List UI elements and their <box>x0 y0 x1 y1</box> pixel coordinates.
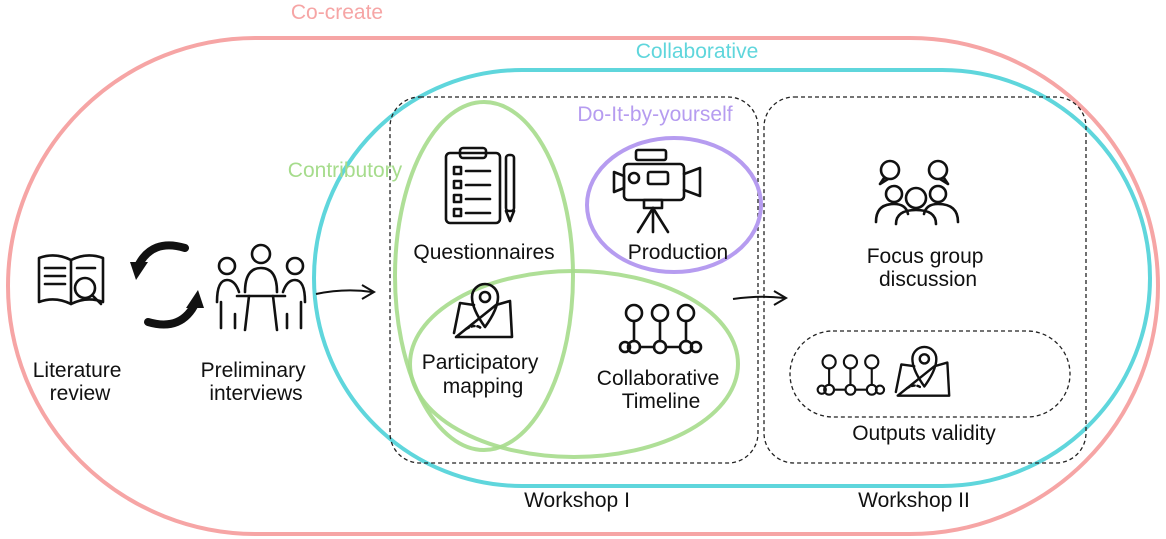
participatory-mapping-label: Participatory mapping <box>422 351 545 398</box>
outputs-validity-label: Outputs validity <box>852 422 996 445</box>
map-pin-icon <box>452 282 514 339</box>
timeline-icon <box>618 303 703 355</box>
diy-shape-production <box>585 136 763 274</box>
literature-review-label: Literature review <box>33 359 128 405</box>
preliminary-interviews-label: Preliminary interviews <box>201 359 312 405</box>
cycle-arrows-icon <box>130 241 204 329</box>
workshop-2-box <box>763 96 1087 464</box>
contributory-shape-mapping <box>408 269 740 459</box>
workshop-2-label: Workshop II <box>858 489 970 512</box>
meeting-people-icon <box>215 243 307 332</box>
book-magnifier-icon <box>37 254 105 306</box>
timeline-icon <box>816 354 886 396</box>
production-label: Production <box>628 241 728 264</box>
collaborative-timeline-label: Collaborative Timeline <box>597 367 725 413</box>
checklist-icon <box>444 146 516 225</box>
contributory-shape-questionnaires <box>393 100 575 452</box>
arrow-to-workshop-1 <box>315 284 376 300</box>
group-chat-icon <box>874 159 960 226</box>
map-pin-icon <box>894 345 951 397</box>
workshop-1-label: Workshop I <box>524 489 630 512</box>
contributory-label: Contributory <box>288 159 403 182</box>
workshop-1-box <box>389 96 759 464</box>
collaborative-boundary <box>312 68 1152 488</box>
arrow-to-workshop-2 <box>732 290 788 306</box>
co-create-boundary <box>6 36 1160 536</box>
questionnaires-label: Questionnaires <box>413 241 554 264</box>
focus-group-discussion-label: Focus group discussion <box>867 245 990 291</box>
collaborative-label: Collaborative <box>636 40 759 63</box>
video-camera-icon <box>612 148 702 234</box>
do-it-by-yourself-label: Do-It-by-yourself <box>577 103 732 126</box>
outputs-validity-box <box>789 330 1071 418</box>
co-create-label: Co-create <box>291 1 383 24</box>
